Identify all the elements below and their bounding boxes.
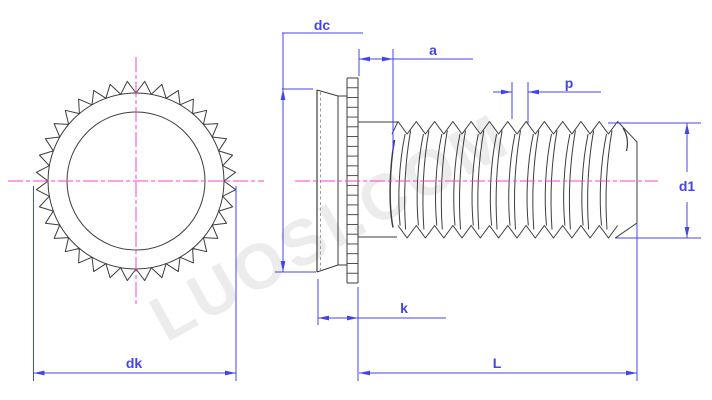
dimension-arrowhead (382, 56, 393, 62)
thread-flank-line (526, 133, 534, 226)
dimension-labels: dc a p d1 k L dk (126, 17, 696, 371)
dimension-arrowhead (280, 261, 286, 272)
thread-flank-line (599, 133, 607, 226)
dimension-arrowhead (684, 227, 690, 238)
thread-flank-line (605, 130, 613, 230)
dim-label-L: L (493, 355, 502, 371)
dimension-arrowhead (359, 370, 370, 376)
dimension-arrowhead (684, 123, 690, 134)
thread-flank-line (532, 130, 540, 230)
thread-bottom-profile (397, 225, 619, 239)
thread-flank-line (471, 133, 479, 226)
dimension-arrowhead (359, 56, 370, 62)
thread-flank-line (477, 130, 485, 230)
thread-flank-line (453, 133, 461, 226)
head-bottom-chamfer (316, 264, 339, 273)
thread-flank-line (435, 133, 443, 226)
thread-flank-line (508, 133, 516, 226)
dim-label-k: k (400, 300, 408, 316)
dimension-arrowhead (501, 89, 512, 95)
thread-flank-line (422, 130, 430, 230)
thread-flank-line (514, 130, 521, 230)
dimension-arrowhead (626, 370, 637, 376)
dim-label-p: p (565, 75, 574, 91)
dimension-arrowhead (528, 89, 539, 95)
thread-flank-line (550, 130, 558, 230)
dim-label-dc: dc (314, 17, 331, 33)
thread-flank-line (495, 130, 503, 230)
drawing-geometry (8, 32, 701, 381)
dim-label-dk: dk (126, 355, 143, 371)
dimension-arrowhead (33, 370, 45, 376)
dim-label-d1: d1 (679, 178, 696, 194)
thread-flank-line (544, 133, 552, 226)
thread-flank-line (563, 133, 571, 226)
dimension-arrowhead (225, 370, 236, 376)
thread-start-runout (389, 139, 396, 228)
dimension-arrowhead (347, 315, 358, 321)
thread-flank-line (587, 130, 595, 230)
dim-label-a: a (429, 42, 437, 58)
head-top-chamfer (316, 89, 339, 97)
thread-flank-line (416, 133, 424, 226)
thread-flank-line (440, 130, 448, 230)
thread-flank-line (459, 130, 466, 230)
thread-top-profile (391, 121, 638, 239)
thread-flank-line (404, 130, 412, 230)
thread-flank-line (568, 130, 576, 230)
thread-end-runout (622, 127, 629, 152)
dimension-arrowhead (318, 315, 329, 321)
dimension-arrowhead (280, 89, 286, 100)
thread-flank-line (398, 133, 406, 226)
thread-flank-line (489, 133, 498, 226)
thread-flank-line (581, 133, 589, 226)
